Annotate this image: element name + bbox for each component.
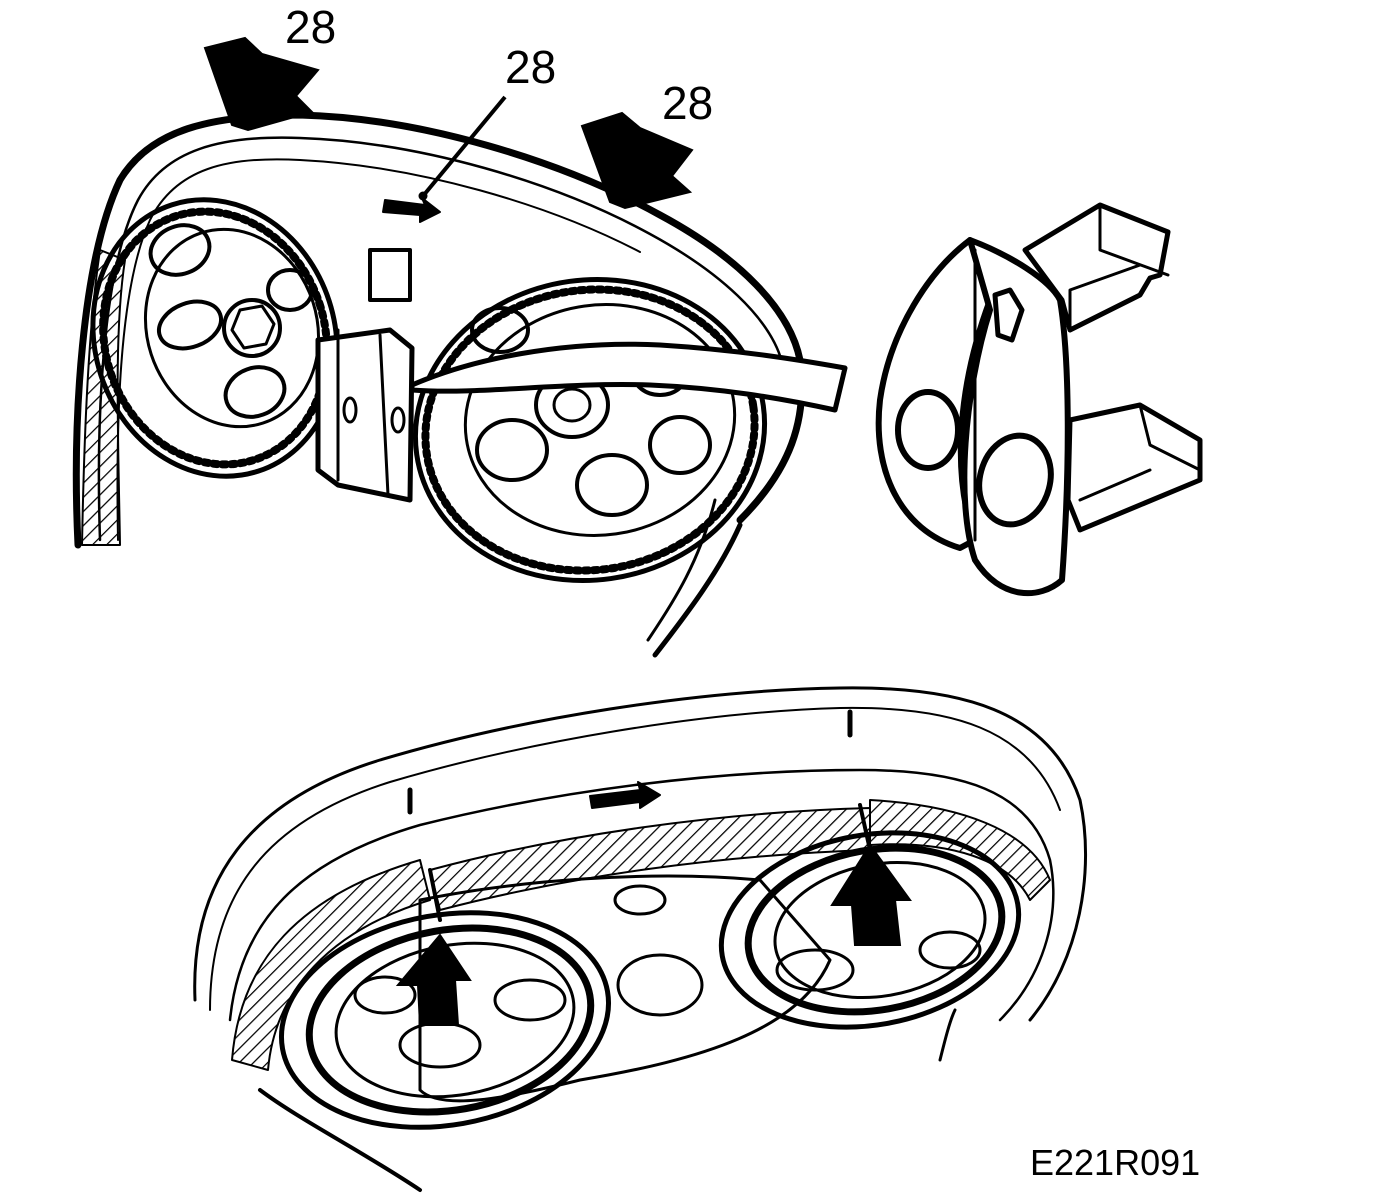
camshaft-locking-tool [875, 202, 1203, 596]
tool-notch [992, 287, 1025, 343]
upper-belt-right-tail [652, 522, 743, 658]
callout-label-left: 28 [285, 1, 337, 53]
tool-upper-tongue [1022, 202, 1171, 333]
right-camshaft-gear [412, 276, 768, 584]
right-callout-arrow [580, 111, 694, 210]
middle-callout-leader [421, 95, 507, 198]
lower-right-gear [718, 830, 1022, 1030]
gear-locking-tool-installed [315, 248, 415, 503]
right-gear-mark-arrow [830, 843, 912, 946]
belt-strap [409, 341, 848, 413]
tool-lower-tongue [1065, 402, 1203, 533]
left-camshaft-gear [90, 197, 340, 479]
lower-head-plate [418, 874, 832, 1103]
upper-belt-assembly [72, 111, 848, 658]
lower-belt-assembly [193, 686, 1088, 1192]
upper-direction-arrow [382, 197, 441, 223]
tool-hole-lower [976, 432, 1054, 528]
tool-hole-left [895, 389, 961, 471]
left-callout-arrow [203, 36, 320, 132]
figure-code: E221R091 [1030, 1142, 1201, 1183]
callout-arrows [203, 36, 694, 210]
callout-label-middle: 28 [505, 41, 557, 93]
callout-label-right: 28 [662, 77, 714, 129]
lower-cover-outer [193, 686, 1088, 1022]
lower-left-gear [278, 910, 612, 1130]
lower-direction-arrow [589, 781, 661, 809]
lower-gear-mark-arrows [395, 843, 912, 1026]
left-gear-mark-arrow [395, 933, 472, 1026]
